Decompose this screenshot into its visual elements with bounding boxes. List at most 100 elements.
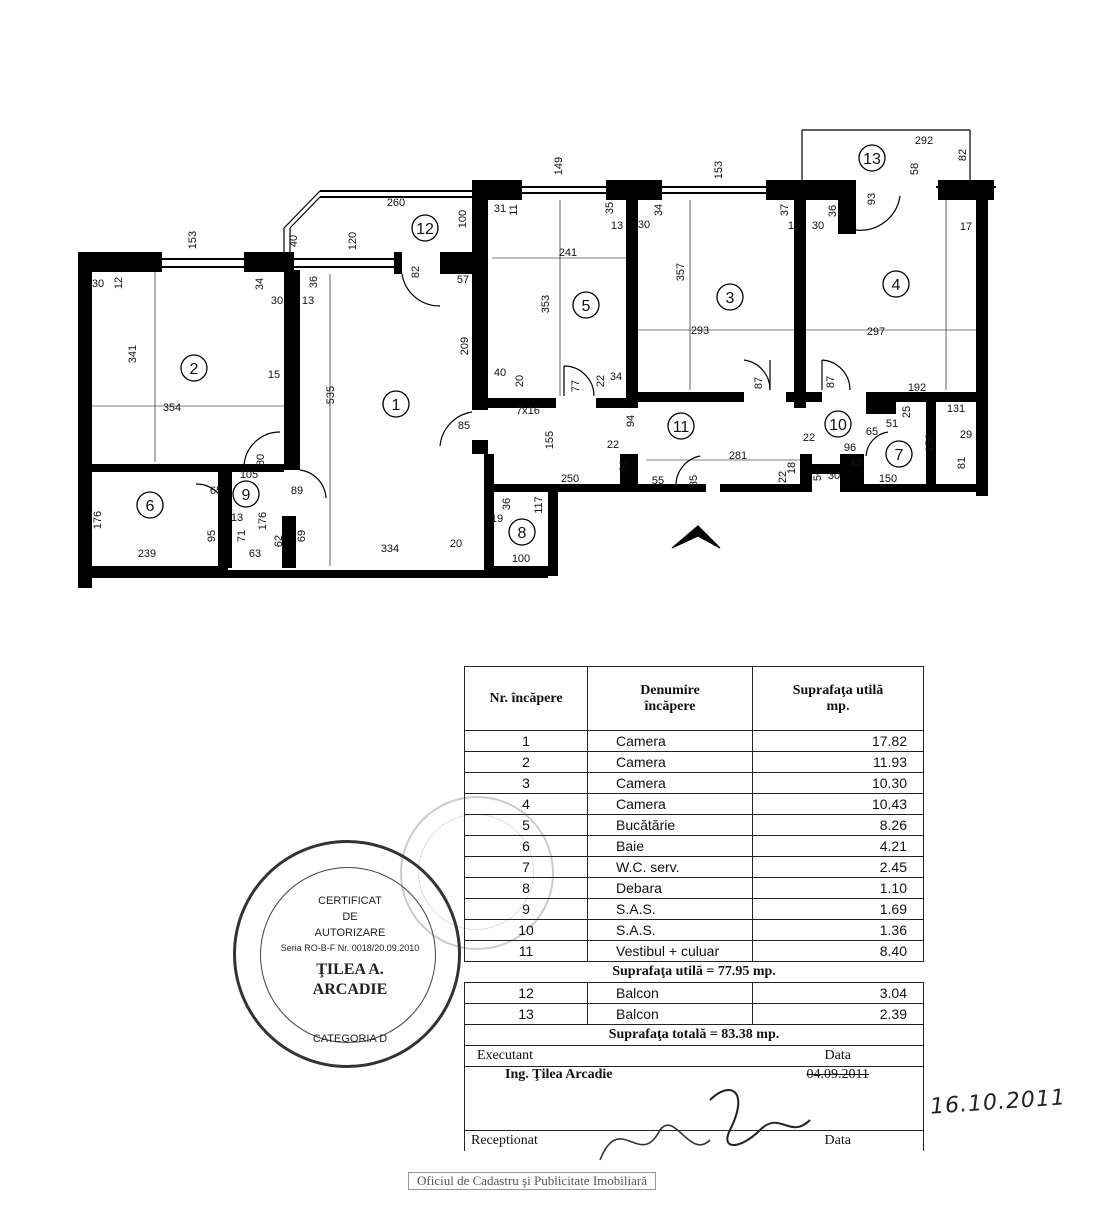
dimension-label: 63 xyxy=(249,548,261,560)
dimension-label: 153 xyxy=(187,231,199,249)
dimension-label: 34 xyxy=(653,204,665,216)
room-area: 1.10 xyxy=(752,877,924,899)
room-number-5: 5 xyxy=(582,298,591,315)
room-nr: 10 xyxy=(464,919,588,941)
room-number-7: 7 xyxy=(895,447,904,464)
receptionat-row: Receptionat Data xyxy=(464,1130,924,1151)
stamp-line4: Seria RO-B-F Nr. 0018/20.09.2010 xyxy=(280,943,420,953)
dimension-label: 334 xyxy=(381,543,399,555)
dimension-label: 260 xyxy=(387,197,405,209)
office-banner: Oficiul de Cadastru şi Publicitate Imobi… xyxy=(408,1172,656,1190)
header-denumire-1: Denumire xyxy=(640,682,700,698)
dimension-label: 155 xyxy=(544,431,556,449)
dimension-label: 250 xyxy=(561,473,579,485)
dimension-label: 353 xyxy=(540,295,552,313)
room-area: 10.43 xyxy=(752,793,924,815)
dimension-label: 93 xyxy=(866,193,878,205)
dimension-label: 36 xyxy=(827,205,839,217)
room-number-4: 4 xyxy=(892,277,901,294)
header-suprafata-2: mp. xyxy=(826,698,850,714)
dimension-label: 117 xyxy=(533,496,545,514)
data-label-2: Data xyxy=(752,1130,924,1151)
room-nr: 12 xyxy=(464,982,588,1004)
dimension-label: 51 xyxy=(886,418,898,430)
dimension-label: 239 xyxy=(138,548,156,560)
room-area: 17.82 xyxy=(752,730,924,752)
plan-walls xyxy=(78,180,996,588)
dimension-label: 18 xyxy=(786,462,798,474)
executant-name: Ing. Ţilea Arcadie xyxy=(464,1066,753,1131)
executant-sign-row: Ing. Ţilea Arcadie 04.09.2011 xyxy=(464,1066,924,1131)
dimension-label: 7x16 xyxy=(516,405,540,417)
dimension-label: 13 xyxy=(611,220,623,232)
dimension-label: 61 xyxy=(618,460,630,472)
dimension-label: 241 xyxy=(559,247,577,259)
room-name: Camera xyxy=(587,772,753,794)
dimension-label: 36 xyxy=(308,276,320,288)
room-name: Debara xyxy=(587,877,753,899)
room-nr: 5 xyxy=(464,814,588,836)
room-area: 1.69 xyxy=(752,898,924,920)
header-nr: Nr. încăpere xyxy=(464,666,588,731)
dimension-label: 17 xyxy=(960,221,972,233)
room-area-table: Nr. încăpere Denumire încăpere Suprafaţa… xyxy=(464,666,924,1151)
room-nr: 3 xyxy=(464,772,588,794)
room-nr: 2 xyxy=(464,751,588,773)
room-area: 8.26 xyxy=(752,814,924,836)
dimension-label: 176 xyxy=(257,512,269,530)
room-name: Camera xyxy=(587,730,753,752)
executant-label: Executant xyxy=(464,1045,753,1067)
dimension-label: 156 xyxy=(924,434,936,452)
dimension-label: 30 xyxy=(812,220,824,232)
stamp-name2: ARCADIE xyxy=(312,981,388,998)
dimension-label: 20 xyxy=(514,375,526,387)
dimension-label: 42 xyxy=(850,457,862,469)
dimension-label: 81 xyxy=(956,457,968,469)
dimension-label: 12 xyxy=(113,277,125,289)
dimension-label: 65 xyxy=(866,426,878,438)
room-area: 10.30 xyxy=(752,772,924,794)
handwritten-signature xyxy=(599,1089,811,1161)
room-number-3: 3 xyxy=(726,290,735,307)
dimension-label: 87 xyxy=(825,376,837,388)
stamp-line3: AUTORIZARE xyxy=(314,927,386,939)
room-nr: 11 xyxy=(464,940,588,962)
dimension-label: 55 xyxy=(652,475,664,487)
stamp-category: CATEGORIA D xyxy=(312,1033,388,1045)
room-nr: 8 xyxy=(464,877,588,899)
dimension-label: 34 xyxy=(610,371,622,383)
dimension-label: 82 xyxy=(410,266,422,278)
header-suprafata-1: Suprafaţa utilă xyxy=(792,682,884,698)
room-number-1: 1 xyxy=(392,397,401,414)
receptionat-label: Receptionat xyxy=(464,1130,753,1151)
dimension-label: 100 xyxy=(457,210,469,228)
room-number-6: 6 xyxy=(146,498,155,515)
dimension-label: 535 xyxy=(325,386,337,404)
room-number-circles xyxy=(136,144,913,546)
dimension-label: 40 xyxy=(288,235,300,247)
dimension-label: 15 xyxy=(268,369,280,381)
dimension-label: 22 xyxy=(777,471,789,483)
room-number-11: 11 xyxy=(673,419,690,436)
dimension-label: 34 xyxy=(254,278,266,290)
plan-lines xyxy=(92,129,976,566)
dimension-label: 35 xyxy=(604,202,616,214)
dimension-label: 22 xyxy=(607,439,619,451)
dimension-label: 20 xyxy=(450,538,462,550)
dimension-label: 13 xyxy=(302,295,314,307)
dimension-label: 22 xyxy=(803,432,815,444)
dimension-label: 120 xyxy=(347,232,359,250)
dimension-label: 29 xyxy=(960,429,972,441)
room-name: S.A.S. xyxy=(587,898,753,920)
header-suprafata: Suprafaţa utilă mp. xyxy=(752,666,924,731)
dimension-label: 13 xyxy=(231,512,243,524)
